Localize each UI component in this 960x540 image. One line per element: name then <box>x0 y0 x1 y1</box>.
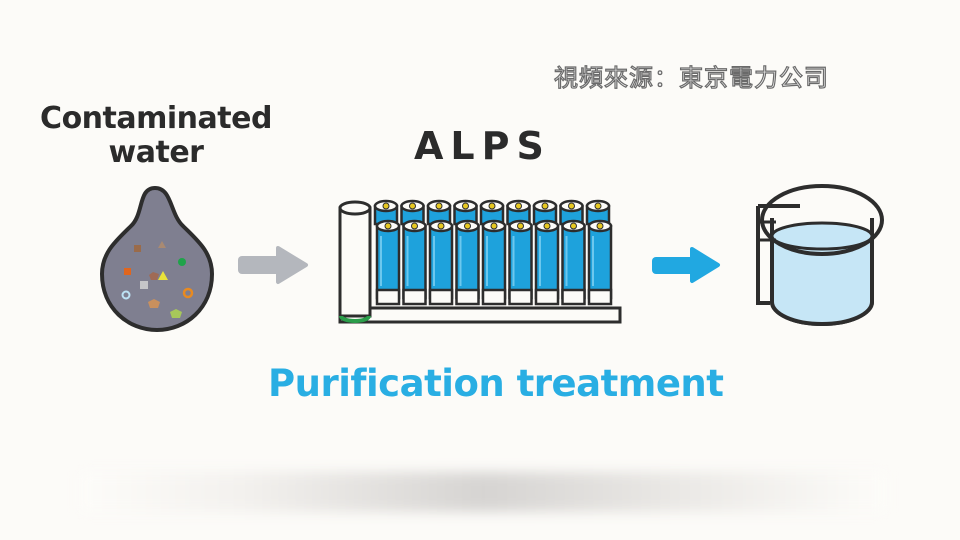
alps-white-cylinder-top <box>338 200 372 216</box>
alps-base <box>338 306 622 324</box>
gray-arrow-icon <box>238 246 308 284</box>
particle <box>134 245 141 252</box>
filter-cap <box>435 202 443 210</box>
alps-white-cylinder <box>338 206 372 318</box>
particle <box>178 258 186 266</box>
source-credit: 視頻來源：東京電力公司 <box>553 63 829 92</box>
particle <box>124 268 131 275</box>
filter-cap <box>570 222 577 230</box>
particle <box>158 271 168 280</box>
particle <box>148 299 160 308</box>
filter-column-base <box>587 288 613 306</box>
particle <box>140 281 148 289</box>
filter-cap <box>490 222 498 230</box>
filter-column-base <box>455 288 480 306</box>
filter-cap <box>541 202 549 210</box>
filter-column-base <box>375 288 401 306</box>
filter-cap <box>409 202 416 210</box>
filter-cap <box>488 202 496 210</box>
filter-cap <box>543 222 551 230</box>
filter-cap <box>437 222 445 230</box>
filter-cap <box>411 222 418 230</box>
alps-label: ALPS <box>414 124 551 168</box>
purification-treatment-label: Purification treatment <box>268 362 724 405</box>
alps-white-cylinder-band <box>339 315 371 323</box>
filter-cap <box>384 222 392 230</box>
filter-cap <box>515 202 522 210</box>
particle <box>158 241 166 248</box>
filter-column-base <box>561 288 586 306</box>
filter-cap <box>594 202 602 210</box>
particle <box>170 309 182 318</box>
filter-cap <box>382 202 390 210</box>
filter-cap <box>568 202 575 210</box>
particle <box>182 287 194 299</box>
filter-cap <box>462 202 469 210</box>
filter-cap <box>517 222 524 230</box>
filter-cap <box>596 222 604 230</box>
filter-cap <box>464 222 471 230</box>
contaminated-water-label: Contaminated water <box>40 101 272 170</box>
filter-column-base <box>534 288 560 306</box>
blurred-caption-bar <box>80 472 886 512</box>
filter-column-base <box>508 288 533 306</box>
storage-tank-icon <box>756 184 884 326</box>
filter-column-base <box>402 288 427 306</box>
blue-arrow-icon <box>652 247 720 283</box>
water-drop-icon <box>100 186 214 332</box>
filter-column-base <box>428 288 454 306</box>
alps-filter-icon <box>338 199 622 324</box>
filter-column-base <box>481 288 507 306</box>
particle <box>149 272 159 280</box>
particle <box>121 290 131 300</box>
